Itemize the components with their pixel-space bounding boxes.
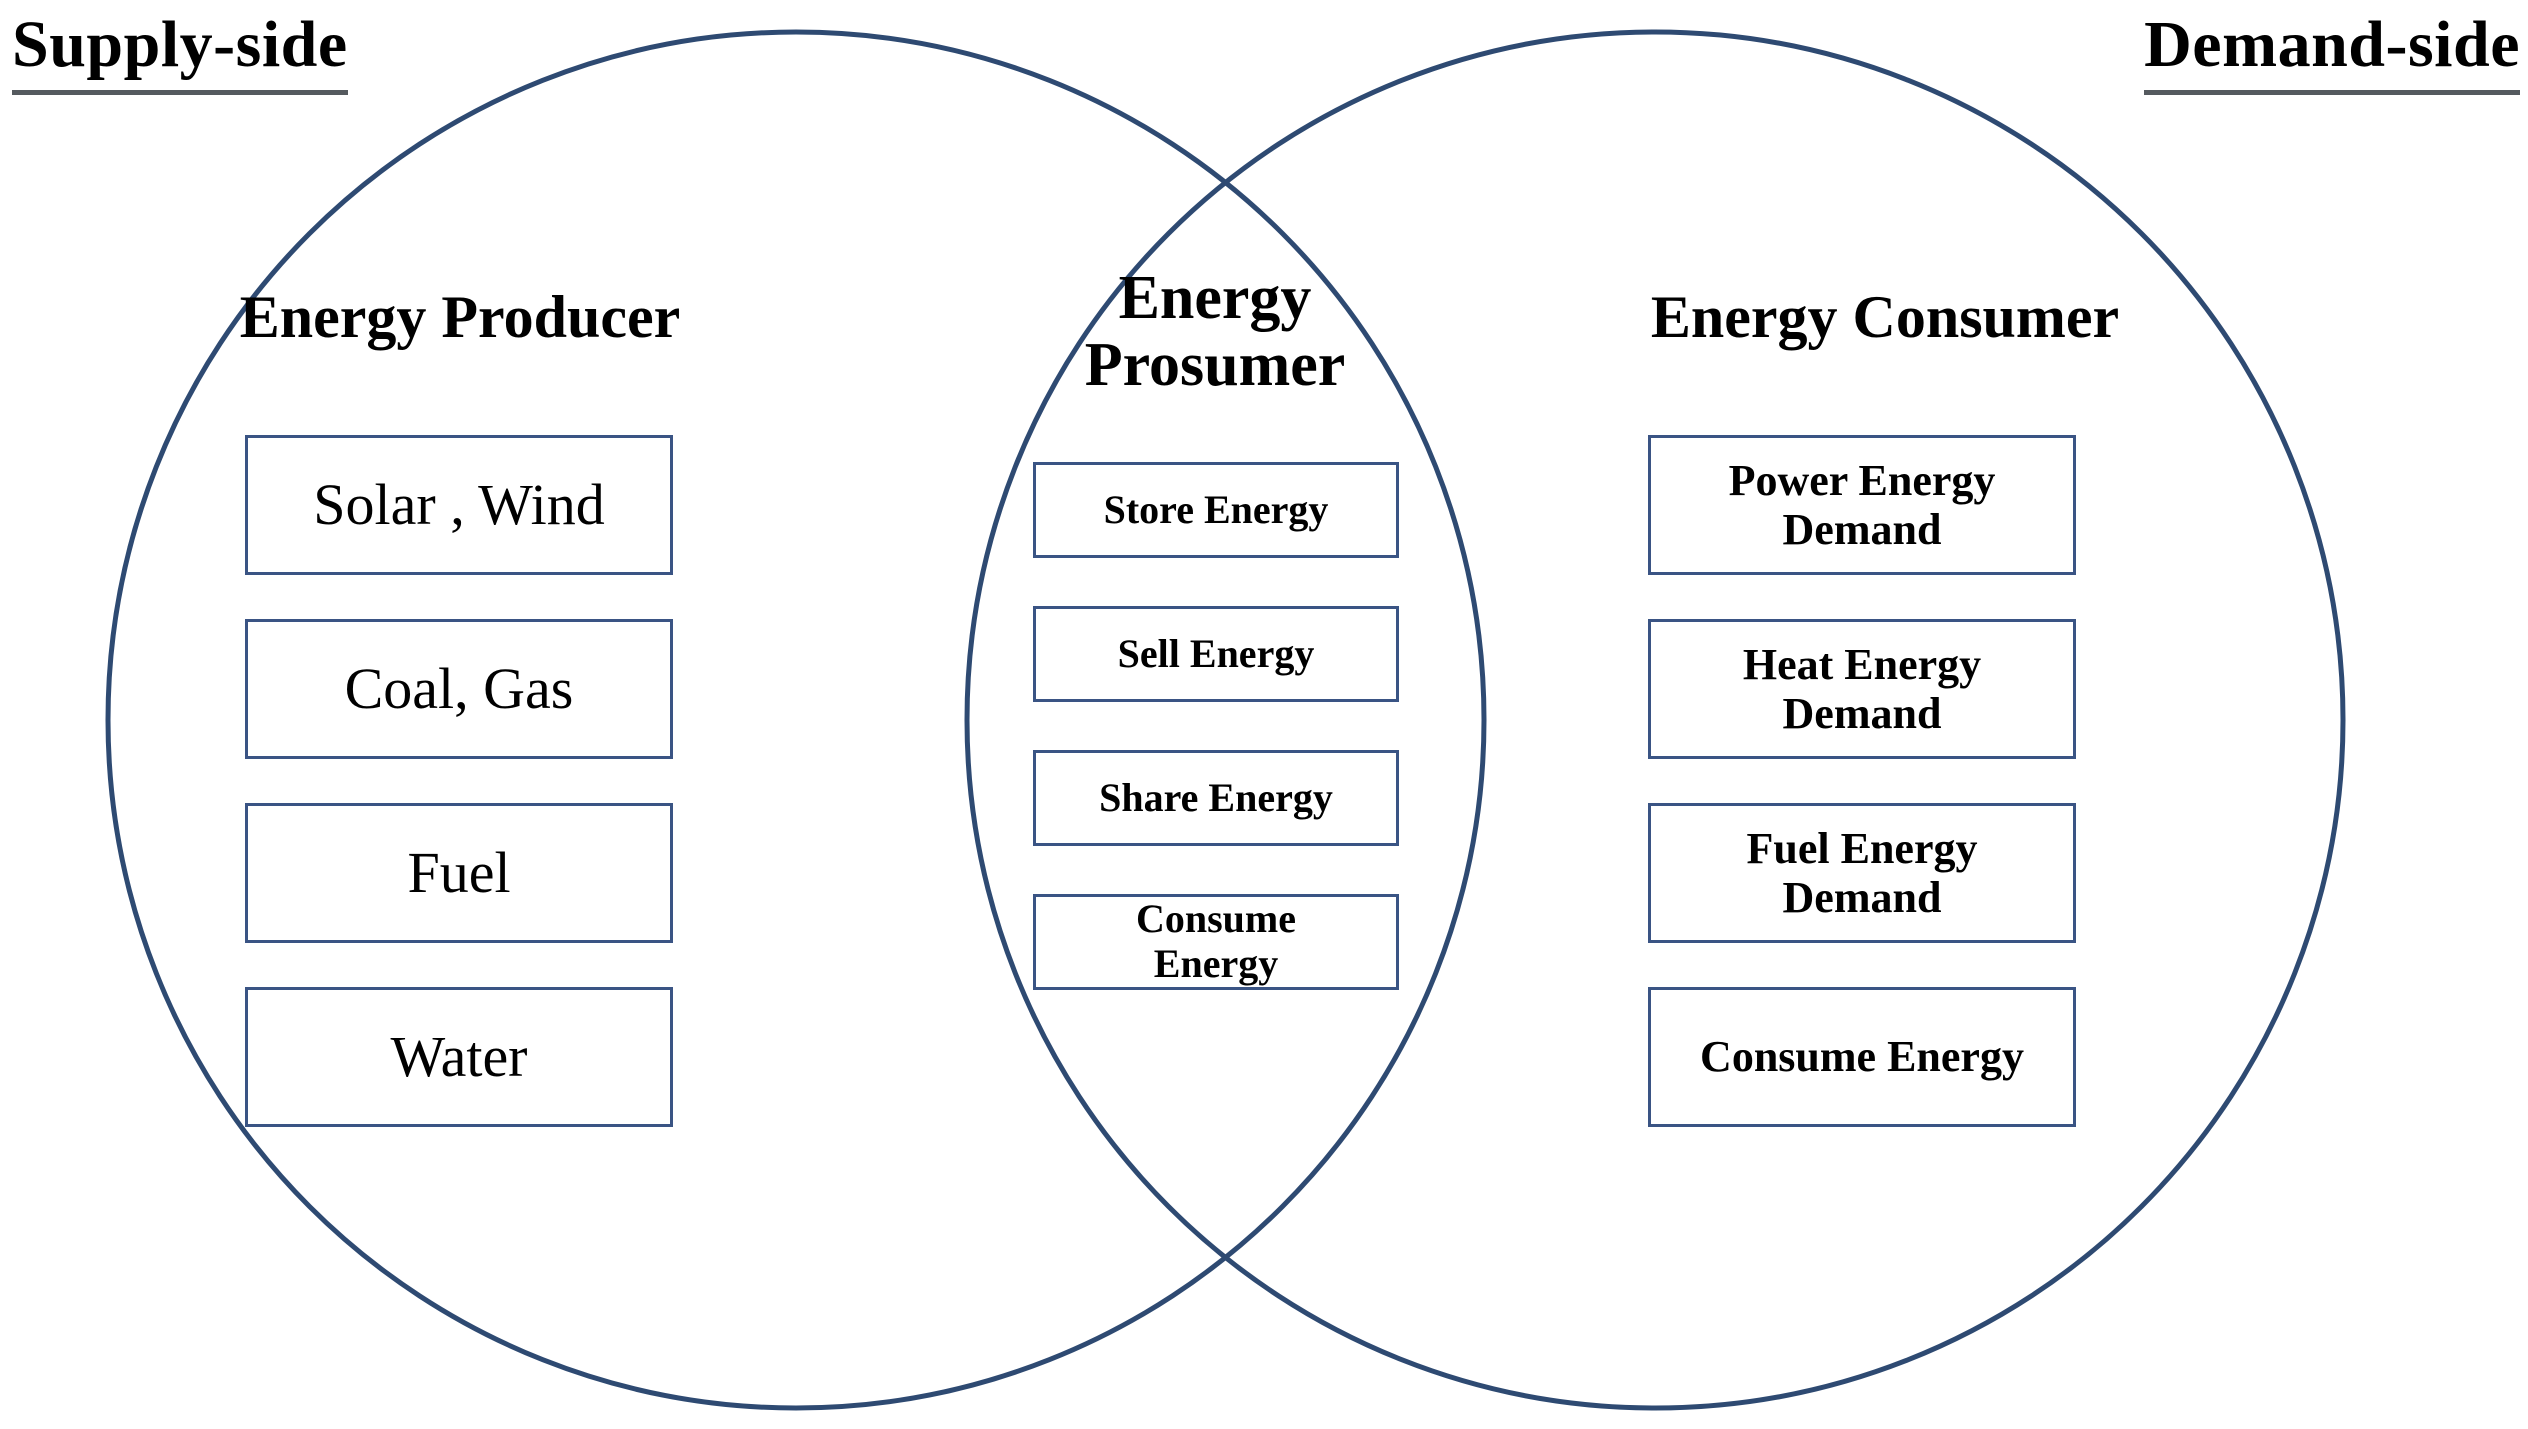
consumer-item-box: Consume Energy bbox=[1648, 987, 2076, 1127]
consumer-item-box: Fuel Energy Demand bbox=[1648, 803, 2076, 943]
energy-producer-items: Solar , Wind Coal, Gas Fuel Water bbox=[245, 435, 673, 1127]
prosumer-item-box: Consume Energy bbox=[1033, 894, 1399, 990]
producer-item-box: Solar , Wind bbox=[245, 435, 673, 575]
demand-circle bbox=[964, 29, 2346, 1411]
prosumer-item-box: Store Energy bbox=[1033, 462, 1399, 558]
consumer-item-box: Power Energy Demand bbox=[1648, 435, 2076, 575]
supply-circle bbox=[105, 29, 1487, 1411]
energy-consumer-title: Energy Consumer bbox=[1650, 284, 2120, 350]
producer-item-box: Fuel bbox=[245, 803, 673, 943]
demand-side-heading: Demand-side bbox=[2144, 12, 2520, 95]
consumer-item-box: Heat Energy Demand bbox=[1648, 619, 2076, 759]
energy-producer-title: Energy Producer bbox=[239, 284, 681, 350]
energy-prosumer-title: Energy Prosumer bbox=[1084, 264, 1346, 399]
prosumer-item-box: Share Energy bbox=[1033, 750, 1399, 846]
prosumer-item-box: Sell Energy bbox=[1033, 606, 1399, 702]
producer-item-box: Coal, Gas bbox=[245, 619, 673, 759]
energy-consumer-items: Power Energy Demand Heat Energy Demand F… bbox=[1648, 435, 2076, 1127]
supply-side-heading: Supply-side bbox=[12, 12, 348, 95]
producer-item-box: Water bbox=[245, 987, 673, 1127]
energy-prosumer-items: Store Energy Sell Energy Share Energy Co… bbox=[1033, 462, 1399, 990]
